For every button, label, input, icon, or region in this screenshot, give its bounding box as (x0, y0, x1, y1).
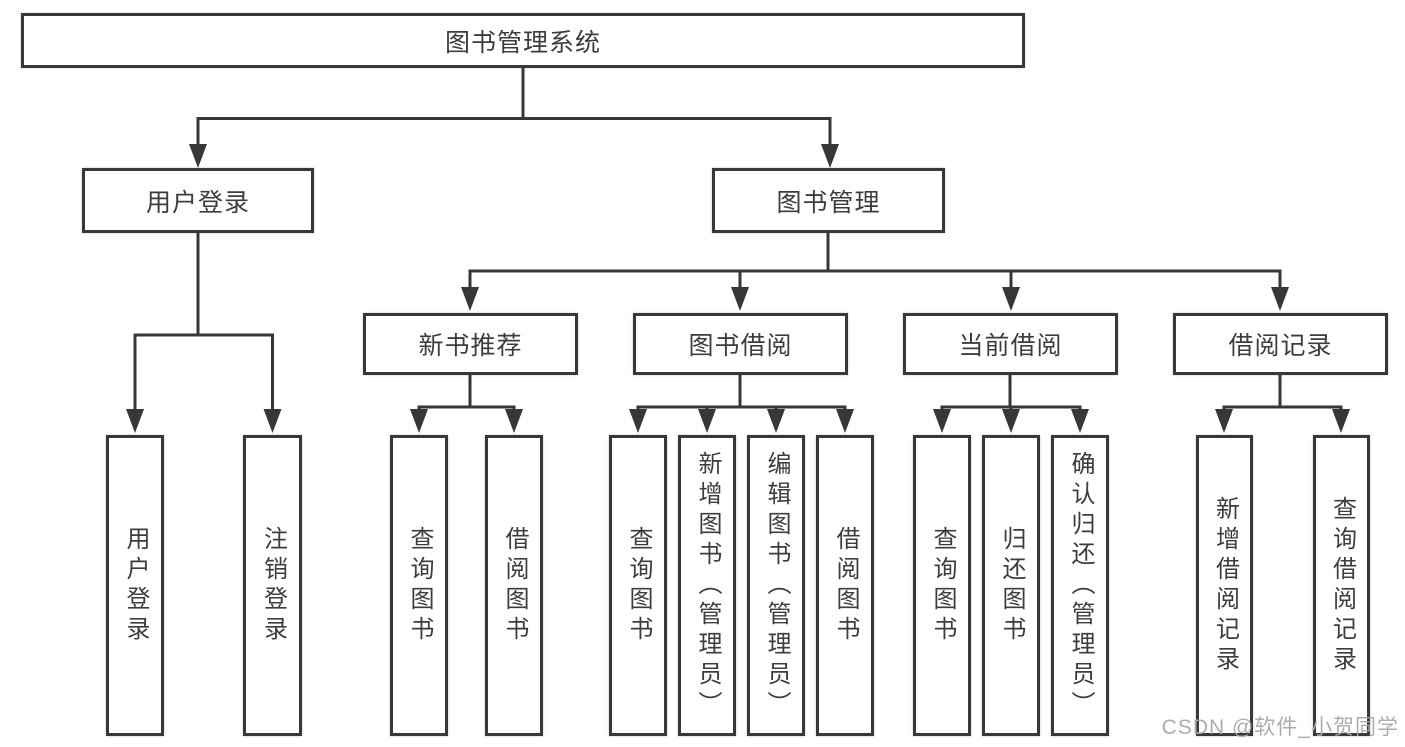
leaf-confirm-return-admin: 确认归还（管理员） (1051, 435, 1109, 736)
leaf-query-borrow-record-label: 查询借阅记录 (1328, 495, 1356, 676)
leaf-recommend-query-book: 查询图书 (390, 435, 448, 736)
leaf-return-book-label: 归还图书 (998, 525, 1025, 646)
node-current-borrow-label: 当前借阅 (958, 332, 1063, 360)
leaf-user-login-label: 用户登录 (122, 525, 149, 646)
leaf-recommend-query-book-label: 查询图书 (406, 525, 433, 646)
leaf-current-query-book: 查询图书 (913, 435, 971, 736)
leaf-edit-book-admin: 编辑图书（管理员） (747, 435, 805, 736)
csdn-watermark: CSDN @软件_小贺同学 (1161, 716, 1399, 739)
node-new-book-recommend: 新书推荐 (363, 313, 578, 375)
leaf-recommend-borrow-book-label: 借阅图书 (501, 525, 528, 646)
leaf-add-book-admin: 新增图书（管理员） (678, 435, 736, 736)
node-book-management: 图书管理 (712, 168, 945, 233)
node-root-label: 图书管理系统 (444, 28, 601, 57)
leaf-confirm-return-admin-label: 确认归还（管理员） (1067, 450, 1094, 721)
node-book-management-label: 图书管理 (776, 188, 881, 217)
leaf-add-book-admin-label: 新增图书（管理员） (694, 450, 721, 721)
leaf-add-borrow-record: 新增借阅记录 (1196, 435, 1253, 736)
node-current-borrow: 当前借阅 (903, 313, 1118, 375)
node-book-borrow-label: 图书借阅 (688, 332, 793, 360)
node-root: 图书管理系统 (21, 13, 1025, 68)
leaf-user-login: 用户登录 (106, 435, 164, 736)
leaf-recommend-borrow-book: 借阅图书 (485, 435, 543, 736)
node-borrow-record-label: 借阅记录 (1228, 332, 1333, 360)
leaf-logout-label: 注销登录 (259, 525, 287, 646)
leaf-borrow-query-book-label: 查询图书 (625, 525, 652, 646)
leaf-query-borrow-record: 查询借阅记录 (1313, 435, 1370, 736)
leaf-borrow-book: 借阅图书 (816, 435, 874, 736)
leaf-return-book: 归还图书 (982, 435, 1040, 736)
node-user-login: 用户登录 (82, 168, 314, 233)
node-book-borrow: 图书借阅 (633, 313, 848, 375)
leaf-edit-book-admin-label: 编辑图书（管理员） (763, 450, 790, 721)
leaf-borrow-book-label: 借阅图书 (832, 525, 859, 646)
leaf-logout: 注销登录 (243, 435, 302, 736)
node-user-login-label: 用户登录 (145, 188, 250, 217)
leaf-borrow-query-book: 查询图书 (609, 435, 667, 736)
leaf-add-borrow-record-label: 新增借阅记录 (1211, 495, 1239, 676)
node-new-book-recommend-label: 新书推荐 (418, 332, 523, 360)
node-borrow-record: 借阅记录 (1173, 313, 1388, 375)
leaf-current-query-book-label: 查询图书 (929, 525, 956, 646)
